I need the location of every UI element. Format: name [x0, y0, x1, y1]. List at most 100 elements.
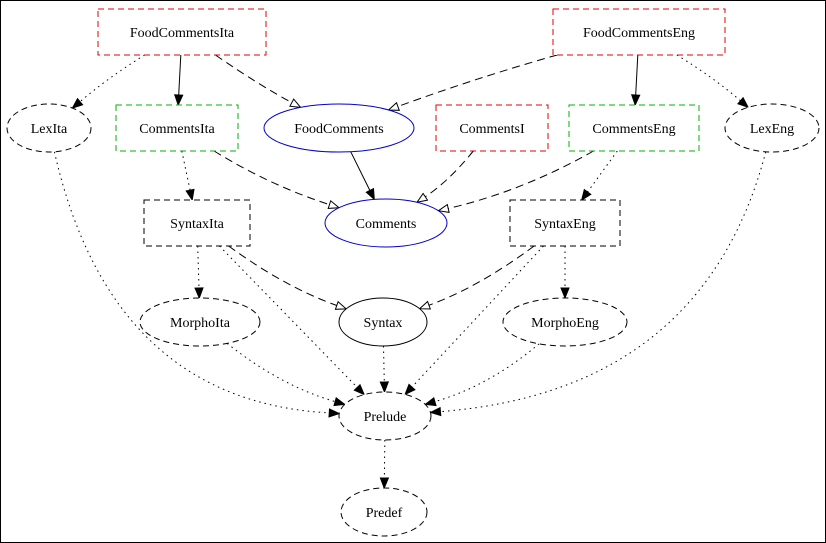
edge-prelude-to-predef [379, 439, 390, 490]
edge-line [448, 150, 594, 209]
node-shape [97, 8, 267, 56]
edge-foodcommentsita-to-foodcomments [215, 54, 302, 109]
node-shape [340, 487, 428, 537]
node-shape [724, 103, 820, 153]
edge-line [635, 54, 639, 96]
open-arrowhead-icon [415, 192, 429, 204]
node-shape [115, 104, 239, 152]
node-shape [263, 103, 415, 153]
node-shape [139, 297, 261, 347]
edge-syntaxita-to-morphoita [194, 245, 204, 300]
open-arrowhead-icon [334, 300, 348, 310]
edge-foodcommentsita-to-commentsita [173, 54, 184, 107]
node-foodcommentseng: FoodCommentsEng [552, 8, 726, 56]
node-commentsita: CommentsIta [115, 104, 239, 152]
edge-line [383, 345, 385, 383]
edge-lexeng-to-prelude [429, 151, 767, 417]
node-label: Comments [356, 217, 417, 232]
edge-line [350, 151, 371, 191]
edge-line [411, 245, 544, 388]
filled-arrowhead-icon [365, 187, 375, 201]
edge-line [587, 150, 618, 193]
node-label: LexIta [31, 122, 68, 137]
edge-foodcomments-to-comments [350, 151, 375, 201]
node-label: Syntax [364, 316, 403, 331]
node-label: CommentsEng [592, 122, 675, 137]
filled-arrowhead-icon [379, 381, 390, 394]
filled-arrowhead-icon [194, 287, 204, 300]
node-syntax: Syntax [338, 297, 428, 347]
node-label: Predef [366, 506, 403, 521]
open-arrowhead-icon [387, 101, 401, 111]
filled-arrowhead-icon [560, 287, 570, 300]
node-label: MorphoEng [531, 316, 599, 331]
edge-line [226, 343, 336, 403]
node-label: LexEng [750, 122, 794, 137]
node-shape [324, 198, 448, 248]
node-label: SyntaxEng [534, 217, 595, 232]
node-label: FoodCommentsEng [583, 26, 695, 41]
edge-syntaxeng-to-prelude [404, 245, 544, 396]
node-foodcommentsita: FoodCommentsIta [97, 8, 267, 56]
edge-line [79, 54, 145, 102]
filled-arrowhead-icon [173, 94, 184, 107]
node-shape [338, 297, 428, 347]
node-shape [509, 199, 621, 247]
node-prelude: Prelude [338, 391, 432, 441]
node-commentseng: CommentsEng [568, 104, 700, 152]
filled-arrowhead-icon [630, 94, 641, 107]
edge-line [676, 54, 741, 102]
edge-line [440, 151, 767, 413]
edge-morphoita-to-prelude [226, 343, 346, 407]
node-lexita: LexIta [6, 103, 92, 153]
filled-arrowhead-icon [379, 477, 390, 490]
edge-commentsita-to-syntaxita [181, 150, 195, 202]
edge-commentseng-to-syntaxeng [580, 150, 618, 202]
edge-lexita-to-prelude [53, 151, 341, 418]
node-shape [435, 104, 549, 152]
edge-foodcommentsita-to-lexita [71, 54, 145, 109]
node-shape [143, 199, 251, 247]
edge-foodcommentseng-to-foodcomments [387, 54, 558, 111]
edge-line [397, 54, 558, 107]
edge-commentsita-to-comments [213, 150, 341, 209]
node-shape [568, 104, 700, 152]
edge-line [425, 150, 474, 198]
edge-line [215, 54, 293, 104]
edge-line [181, 150, 191, 191]
node-morphoita: MorphoIta [139, 297, 261, 347]
edge-syntaxeng-to-syntax [418, 245, 535, 310]
filled-arrowhead-icon [71, 97, 84, 109]
edge-commentsi-to-comments [415, 150, 474, 204]
filled-arrowhead-icon [424, 396, 437, 407]
filled-arrowhead-icon [185, 188, 195, 202]
edge-morphoeng-to-prelude [424, 343, 540, 407]
node-label: FoodCommentsIta [130, 26, 235, 41]
node-label: SyntaxIta [170, 217, 224, 232]
node-shape [6, 103, 92, 153]
edge-foodcommentseng-to-lexeng [676, 54, 750, 109]
node-label: CommentsI [459, 122, 525, 137]
filled-arrowhead-icon [737, 96, 750, 109]
edge-line [434, 343, 540, 403]
node-foodcomments: FoodComments [263, 103, 415, 153]
node-syntaxeng: SyntaxEng [509, 199, 621, 247]
edge-commentseng-to-comments [437, 150, 594, 214]
node-predef: Predef [340, 487, 428, 537]
edge-line [428, 245, 535, 306]
filled-arrowhead-icon [353, 383, 366, 396]
open-arrowhead-icon [327, 199, 341, 209]
node-comments: Comments [324, 198, 448, 248]
node-morphoeng: MorphoEng [502, 297, 628, 347]
node-label: MorphoIta [170, 316, 231, 331]
open-arrowhead-icon [289, 98, 302, 109]
edge-syntaxita-to-syntax [228, 245, 348, 310]
filled-arrowhead-icon [580, 188, 592, 202]
edge-syntax-to-prelude [379, 345, 390, 394]
edge-line [213, 150, 330, 206]
filled-arrowhead-icon [328, 408, 341, 418]
node-shape [502, 297, 628, 347]
node-shape [338, 391, 432, 441]
edge-syntaxeng-to-morphoeng [560, 246, 570, 300]
